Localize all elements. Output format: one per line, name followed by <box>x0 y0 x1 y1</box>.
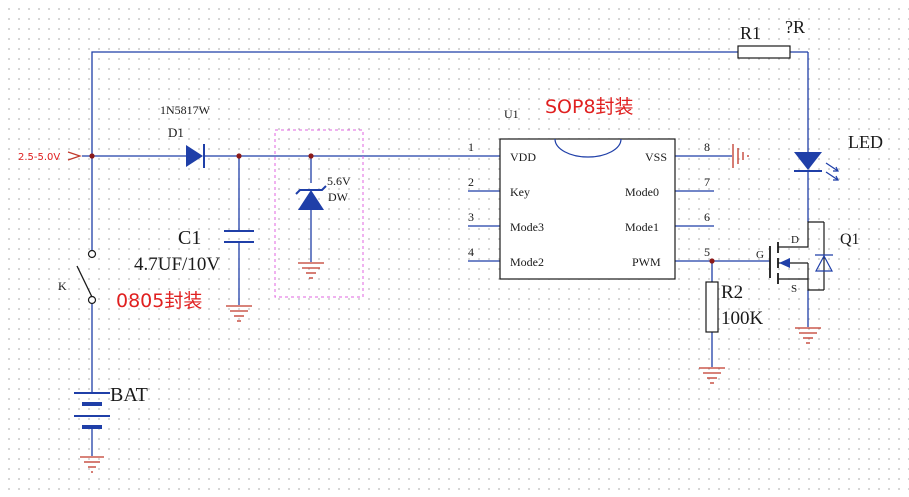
ground-symbol-r2 <box>699 367 725 384</box>
q1-drain-label: D <box>791 234 799 246</box>
supply-label: 2.5-5.0V <box>18 152 60 163</box>
r2-value-label: 100K <box>721 308 764 329</box>
pin-name-key: Key <box>510 185 530 199</box>
q1-gate-label: G <box>756 249 764 261</box>
mosfet-q1-symbol <box>769 221 833 291</box>
r2-ref-label: R2 <box>721 282 743 303</box>
c1-ref-label: C1 <box>178 227 201 249</box>
battery-symbol <box>74 392 110 456</box>
u1-package-note: SOP8封装 <box>545 96 634 118</box>
pin-name-mode1: Mode1 <box>625 220 659 234</box>
pin-number-5: 5 <box>704 245 710 259</box>
ground-symbol-q1 <box>795 327 821 344</box>
switch-ref-label: K <box>58 279 67 293</box>
c1-package-note: 0805封装 <box>116 290 202 312</box>
led-ref-label: LED <box>848 132 883 152</box>
pin-name-vdd: VDD <box>510 150 536 164</box>
c1-value-label: 4.7UF/10V <box>134 254 220 275</box>
battery-ref-label: BAT <box>110 384 148 406</box>
d1-part-label: 1N5817W <box>160 103 211 117</box>
pin-number-2: 2 <box>468 175 474 189</box>
r1-value-label: ?R <box>785 17 805 37</box>
pin-number-3: 3 <box>468 210 474 224</box>
led-symbol <box>794 152 839 181</box>
ground-symbol-zener <box>298 262 324 279</box>
diode-d1-symbol <box>186 144 205 168</box>
pin-name-mode2: Mode2 <box>510 255 544 269</box>
ground-symbol-bat <box>80 456 104 473</box>
pin-name-vss: VSS <box>645 150 667 164</box>
pin-name-mode3: Mode3 <box>510 220 544 234</box>
ic-u1-body <box>499 138 676 280</box>
pin-number-7: 7 <box>704 175 710 189</box>
ground-symbol-c1 <box>226 305 252 322</box>
pin-number-4: 4 <box>468 245 474 259</box>
zener-ref-label: DW <box>328 190 349 204</box>
supply-port <box>67 151 82 161</box>
switch-k-symbol <box>76 249 97 305</box>
pin-name-pwm: PWM <box>632 255 661 269</box>
zener-voltage-label: 5.6V <box>327 174 351 188</box>
q1-source-label: S <box>791 283 797 295</box>
zener-boundary-box <box>274 129 364 298</box>
pin-number-1: 1 <box>468 140 474 154</box>
zener-dw-symbol <box>295 185 327 210</box>
wires <box>82 51 809 392</box>
u1-ref-label: U1 <box>504 107 519 121</box>
r1-ref-label: R1 <box>740 23 761 43</box>
q1-ref-label: Q1 <box>840 231 860 248</box>
resistor-r1-symbol <box>737 45 791 59</box>
pin-number-8: 8 <box>704 140 710 154</box>
junction-dots <box>89 153 715 264</box>
resistor-r2-symbol <box>705 281 719 333</box>
capacitor-c1-symbol <box>224 230 254 243</box>
ground-symbol-vss <box>732 144 749 168</box>
d1-ref-label: D1 <box>168 125 184 140</box>
pin-number-6: 6 <box>704 210 710 224</box>
pin-name-mode0: Mode0 <box>625 185 659 199</box>
